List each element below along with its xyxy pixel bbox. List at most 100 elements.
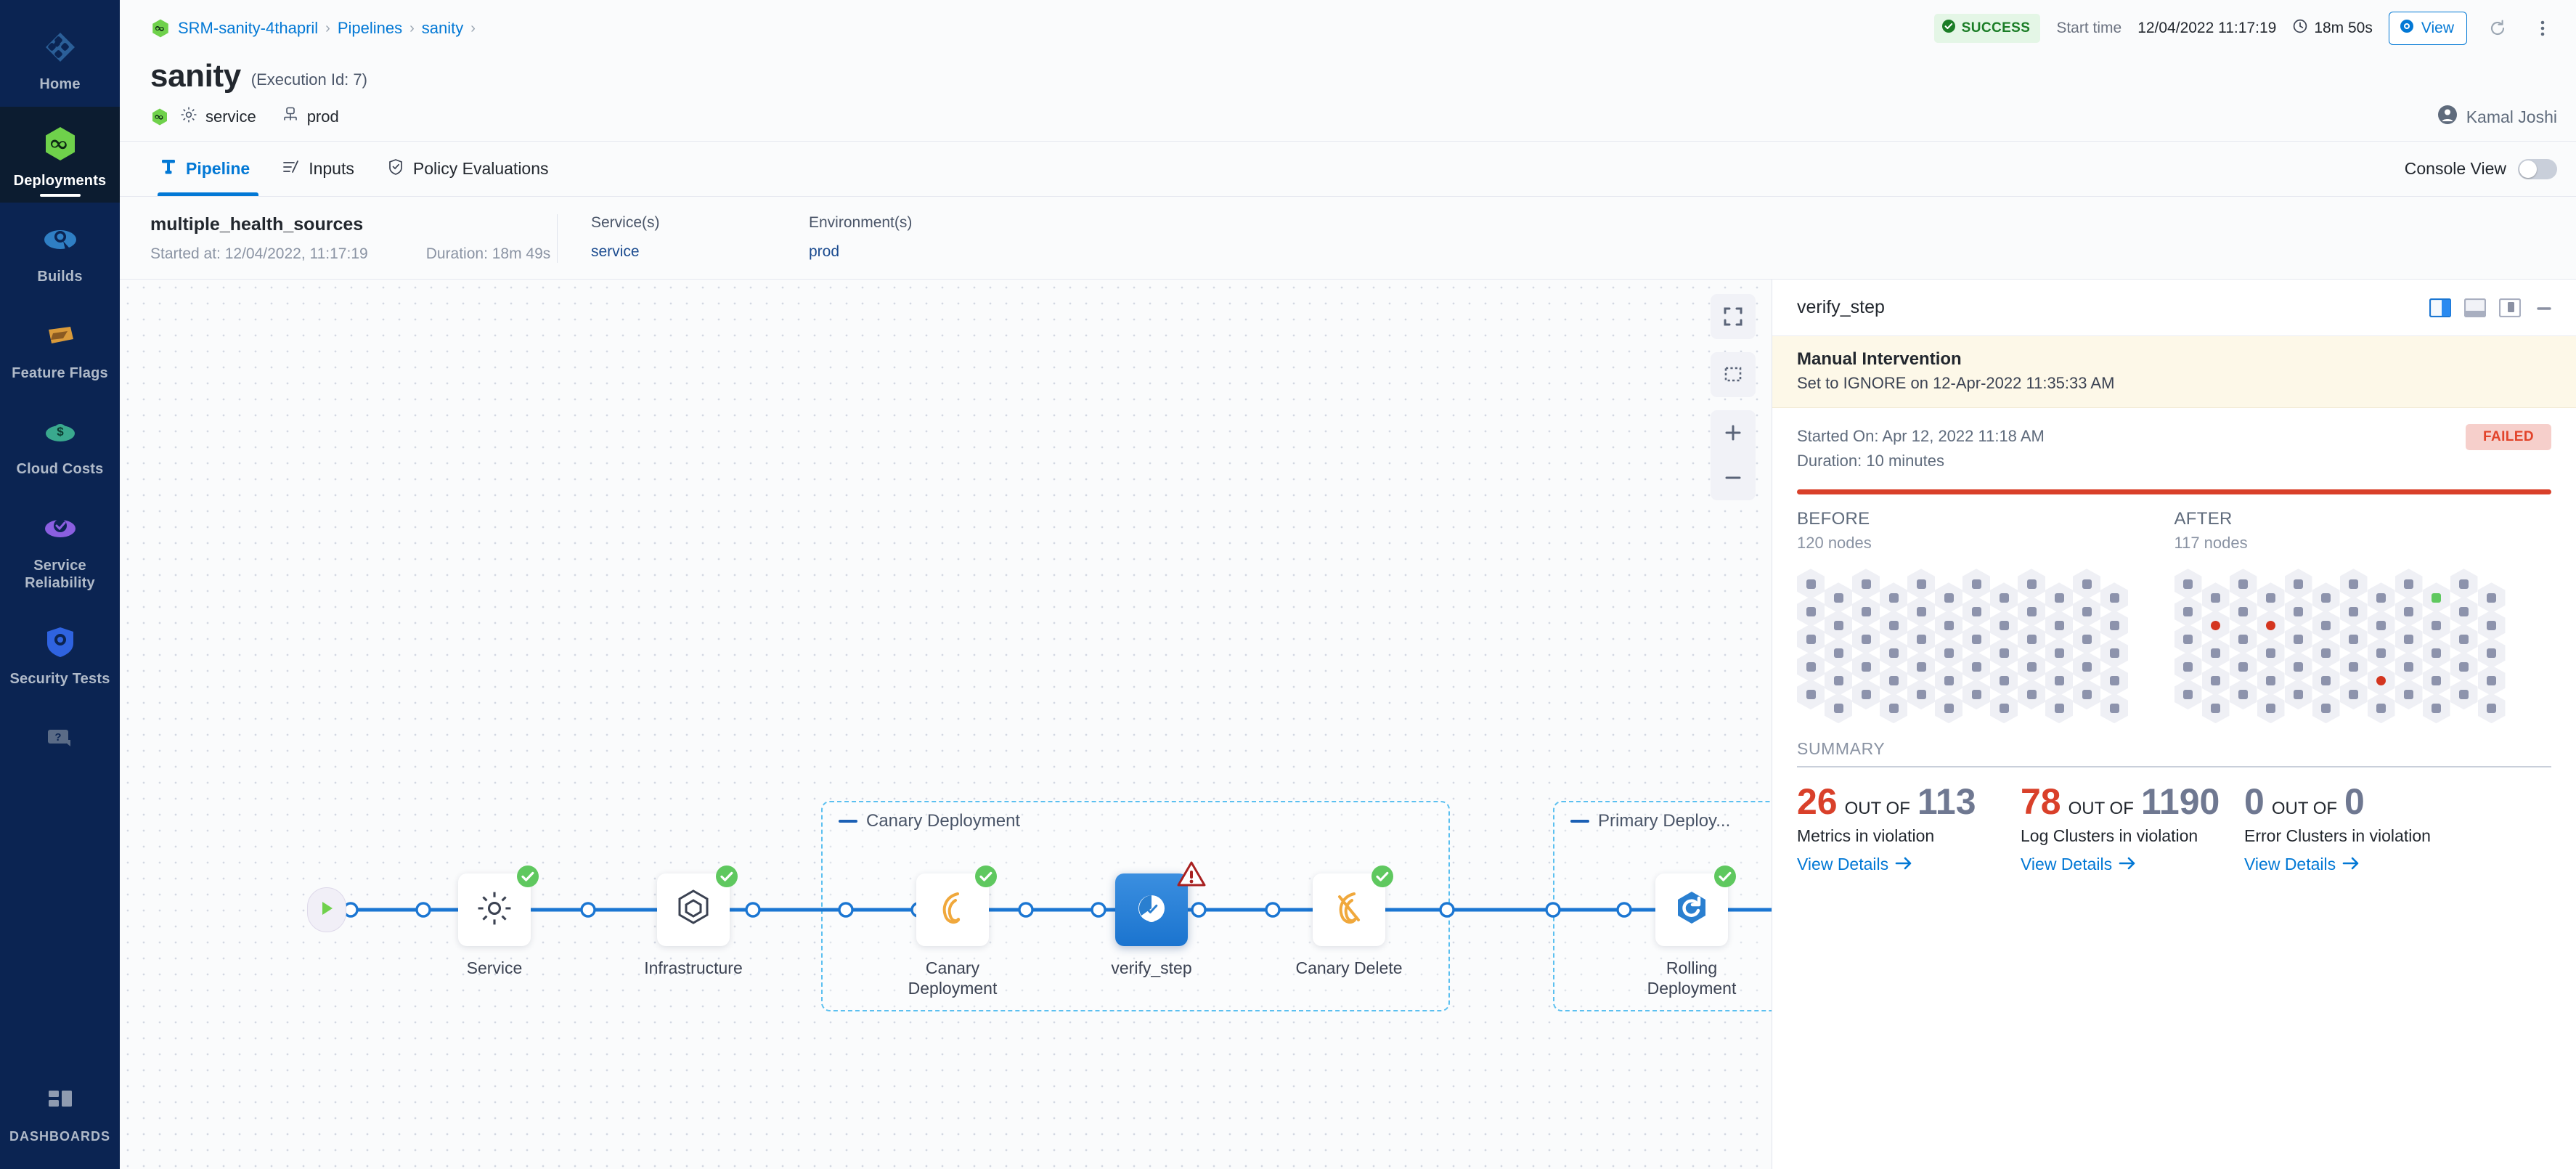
tab-pipeline[interactable]: Pipeline: [150, 142, 266, 196]
hex-node[interactable]: [2073, 624, 2100, 655]
hex-node[interactable]: [2100, 693, 2128, 724]
hex-node[interactable]: [1962, 624, 1990, 655]
hex-node[interactable]: [2394, 596, 2423, 627]
chip-service[interactable]: service: [179, 105, 256, 129]
hex-node[interactable]: [2284, 596, 2312, 627]
hex-node[interactable]: [2367, 610, 2395, 641]
hex-node[interactable]: [1797, 569, 1825, 600]
hex-node[interactable]: [1907, 679, 1935, 710]
hex-node[interactable]: [2450, 624, 2478, 655]
hex-node[interactable]: [2477, 665, 2506, 696]
pipeline-node-verify-step[interactable]: verify_step: [1090, 861, 1213, 978]
hex-node[interactable]: [2045, 638, 2073, 669]
pipeline-node-infrastructure[interactable]: Infrastructure: [632, 865, 755, 978]
collapse-dash-icon[interactable]: [839, 820, 857, 823]
hex-node[interactable]: [2477, 610, 2506, 641]
hex-node[interactable]: [1797, 651, 1825, 683]
hex-node[interactable]: [2367, 582, 2395, 614]
hex-node[interactable]: [2100, 610, 2128, 641]
environments-value[interactable]: prod: [809, 243, 840, 260]
hex-node[interactable]: [2100, 638, 2128, 669]
hex-node[interactable]: [1907, 651, 1935, 683]
sidebar-item-service-reliability[interactable]: Service Reliability: [0, 492, 120, 605]
hex-node[interactable]: [2257, 610, 2285, 641]
hex-node[interactable]: [2422, 665, 2450, 696]
hex-node[interactable]: [2018, 679, 2045, 710]
hex-node[interactable]: [2394, 624, 2423, 655]
view-details-link-metrics[interactable]: View Details: [1797, 855, 1912, 874]
sidebar-item-dashboards[interactable]: DASHBOARDS: [0, 1063, 120, 1169]
hex-node[interactable]: [1990, 638, 2018, 669]
hex-node[interactable]: [2367, 665, 2395, 696]
hex-node[interactable]: [2174, 651, 2202, 683]
hex-node[interactable]: [1825, 610, 1852, 641]
services-value[interactable]: service: [591, 243, 640, 260]
tab-inputs[interactable]: Inputs: [266, 142, 370, 196]
hex-node[interactable]: [1797, 624, 1825, 655]
hex-node[interactable]: [2229, 596, 2257, 627]
selection-box-icon[interactable]: [1711, 352, 1756, 397]
refresh-icon[interactable]: [2483, 14, 2512, 43]
hex-node[interactable]: [2073, 596, 2100, 627]
hex-node[interactable]: [1825, 693, 1852, 724]
hex-node[interactable]: [2477, 693, 2506, 724]
pane-right-icon[interactable]: [2429, 298, 2452, 317]
hex-node[interactable]: [2174, 596, 2202, 627]
hex-node[interactable]: [2339, 651, 2368, 683]
hex-node[interactable]: [2174, 624, 2202, 655]
hex-node[interactable]: [2339, 596, 2368, 627]
hex-node[interactable]: [2422, 638, 2450, 669]
hex-node[interactable]: [2201, 610, 2230, 641]
hex-node[interactable]: [1935, 610, 1962, 641]
zoom-in-icon[interactable]: [1711, 410, 1756, 455]
view-details-link-error-clusters[interactable]: View Details: [2244, 855, 2360, 874]
console-view-toggle[interactable]: [2518, 158, 2557, 179]
hex-node[interactable]: [2257, 665, 2285, 696]
hex-node[interactable]: [2201, 638, 2230, 669]
hex-node[interactable]: [1852, 679, 1880, 710]
sidebar-item-feature-flags[interactable]: Feature Flags: [0, 299, 120, 396]
hex-node[interactable]: [2284, 651, 2312, 683]
hex-node[interactable]: [2367, 638, 2395, 669]
hex-node[interactable]: [2201, 693, 2230, 724]
tab-policy-evaluations[interactable]: Policy Evaluations: [370, 142, 565, 196]
hex-node[interactable]: [2394, 651, 2423, 683]
hex-node[interactable]: [2394, 569, 2423, 600]
pipeline-canvas[interactable]: Canary Deployment Primary Deploy...: [120, 280, 1772, 1169]
hex-node[interactable]: [2339, 679, 2368, 710]
view-button[interactable]: View: [2388, 12, 2467, 45]
hex-node[interactable]: [2201, 582, 2230, 614]
hex-node[interactable]: [2229, 569, 2257, 600]
user-area[interactable]: Kamal Joshi: [2437, 105, 2557, 129]
zoom-out-icon[interactable]: [1711, 455, 1756, 500]
hex-node[interactable]: [2422, 610, 2450, 641]
minimize-icon[interactable]: [2534, 298, 2556, 317]
hex-node[interactable]: [1935, 638, 1962, 669]
hex-node[interactable]: [2073, 569, 2100, 600]
more-vertical-icon[interactable]: [2528, 14, 2557, 43]
hex-node[interactable]: [2422, 693, 2450, 724]
hex-node[interactable]: [2018, 569, 2045, 600]
collapse-dash-icon[interactable]: [1570, 820, 1589, 823]
breadcrumb-item-project[interactable]: SRM-sanity-4thapril: [178, 19, 319, 37]
hex-node[interactable]: [1907, 596, 1935, 627]
hex-node[interactable]: [1962, 569, 1990, 600]
view-details-link-log-clusters[interactable]: View Details: [2021, 855, 2136, 874]
sidebar-item-help[interactable]: ?: [0, 701, 120, 774]
hex-node[interactable]: [1935, 693, 1962, 724]
hex-node[interactable]: [1852, 569, 1880, 600]
pane-float-icon[interactable]: [2498, 298, 2522, 317]
hex-node[interactable]: [2477, 582, 2506, 614]
hex-node[interactable]: [2312, 665, 2340, 696]
sidebar-item-deployments[interactable]: Deployments: [0, 106, 120, 203]
hex-node[interactable]: [1990, 665, 2018, 696]
hex-node[interactable]: [1852, 624, 1880, 655]
hex-node[interactable]: [1880, 610, 1907, 641]
pipeline-node-canary-delete[interactable]: Canary Delete: [1287, 865, 1411, 978]
pipeline-node-service[interactable]: Service: [433, 865, 556, 978]
hex-node[interactable]: [1990, 693, 2018, 724]
hex-node[interactable]: [2422, 582, 2450, 614]
hex-node[interactable]: [1852, 596, 1880, 627]
hex-node[interactable]: [1852, 651, 1880, 683]
chip-environment[interactable]: prod: [281, 105, 339, 129]
